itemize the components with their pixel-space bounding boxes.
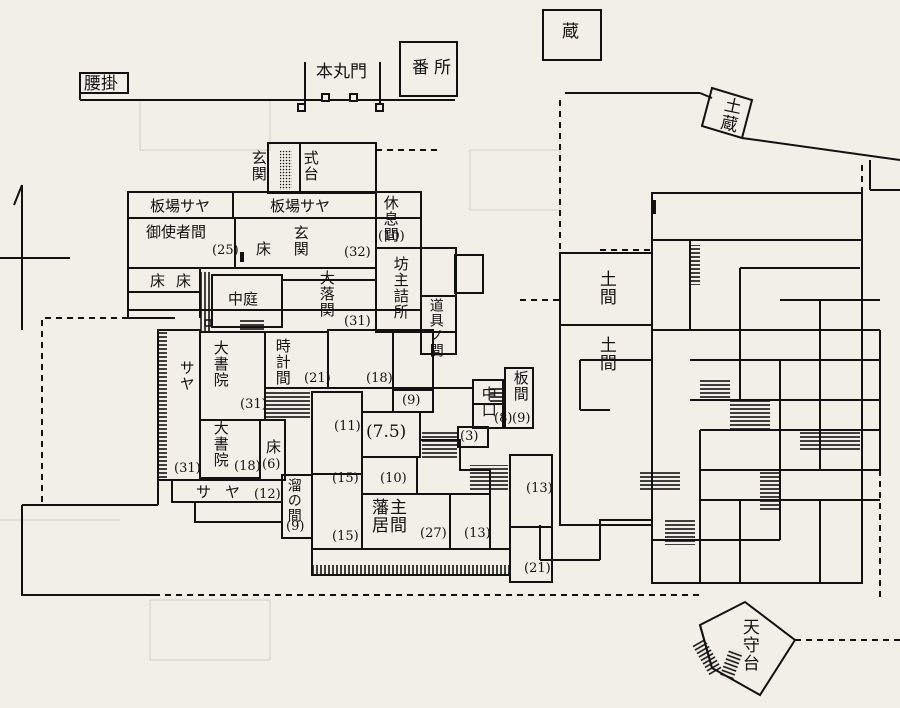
size-row-13b: (13) [464, 526, 491, 541]
size-row-9a: (9) [402, 393, 421, 408]
size-kyusoku: (10) [378, 229, 405, 244]
size-toko: (6) [262, 457, 281, 472]
size-oochi: (31) [344, 314, 371, 329]
label-bansho: 番所 [412, 58, 456, 78]
size-row-15b: (15) [332, 529, 359, 544]
label-nakaguchi: 中口 [479, 386, 498, 418]
size-row-3: (3) [460, 429, 479, 444]
size-row-10: (10) [380, 471, 407, 486]
label-toko-left-1: 床 [150, 272, 166, 290]
hatched-walls [159, 150, 860, 682]
label-kyusoku-ma: 休息間 [381, 195, 400, 243]
dashed-boundaries [22, 100, 900, 641]
label-toko-small: 床 [266, 438, 282, 456]
size-genkan: (32) [344, 245, 371, 260]
size-saya-bottom: (12) [254, 487, 281, 502]
size-nakaguchi: (8) [494, 411, 513, 426]
size-row-15a: (15) [332, 471, 359, 486]
label-doma-1: 土間 [595, 270, 616, 306]
size-ooshoin-1: (31) [240, 397, 267, 412]
label-itama: 板間 [511, 370, 530, 402]
label-genkan-small: 玄関 [249, 150, 268, 182]
label-ooshoin-1: 大書院 [211, 340, 230, 388]
label-honmaru-gate: 本丸門 [316, 62, 367, 82]
label-dougu-ma: 道具ノ間 [427, 298, 444, 358]
size-row-13a: (13) [526, 481, 553, 496]
label-nakaniwa: 中庭 [228, 290, 259, 308]
label-kura: 蔵 [562, 22, 579, 42]
label-otsukaisha-ma: 御使者間 [146, 223, 207, 241]
label-saya-left: サヤ [177, 360, 196, 392]
label-ooshoin-2: 大書院 [211, 420, 230, 468]
label-shikidai: 式台 [301, 150, 320, 182]
size-row-18: (18) [366, 371, 393, 386]
size-tamari: (9) [286, 519, 305, 534]
column-marks [204, 200, 656, 327]
size-otsukaisha: (25) [212, 243, 239, 258]
label-tamari-no-ma: 溜の間 [285, 478, 302, 523]
size-ooshoin-2: (18) [234, 459, 261, 474]
size-row-11: (11) [334, 419, 361, 434]
size-tokei: (21) [304, 371, 331, 386]
label-tenshudai: 天守台 [738, 618, 759, 672]
label-genkan-main: 玄関 [291, 225, 310, 257]
label-itaba-saya-right: 板場サヤ [270, 197, 331, 215]
label-koshikake: 腰掛 [84, 74, 118, 94]
label-toko-left-2: 床 [176, 272, 192, 290]
label-toko-upper: 床 [256, 240, 272, 258]
size-hanshu: (27) [420, 526, 447, 541]
label-hanshu-ima-text: 藩主居間 [372, 498, 408, 536]
size-saya-left: (31) [174, 461, 201, 476]
label-bouzu-tsume-sho: 坊主詰所 [391, 256, 410, 320]
size-row-21: (21) [524, 561, 551, 576]
label-oochi-seki: 大落関 [317, 270, 336, 318]
label-saya-bottom: サヤ [196, 483, 255, 501]
size-row-7-5: (7.5) [366, 422, 407, 442]
label-doma-2: 土間 [595, 336, 616, 372]
label-hanshu-ima: 藩主居間 [372, 498, 414, 536]
plan-walls [0, 9, 900, 697]
label-tokei-ma: 時計間 [273, 338, 292, 386]
label-itaba-saya-left: 板場サヤ [150, 197, 211, 215]
size-itama: (9) [512, 411, 531, 426]
